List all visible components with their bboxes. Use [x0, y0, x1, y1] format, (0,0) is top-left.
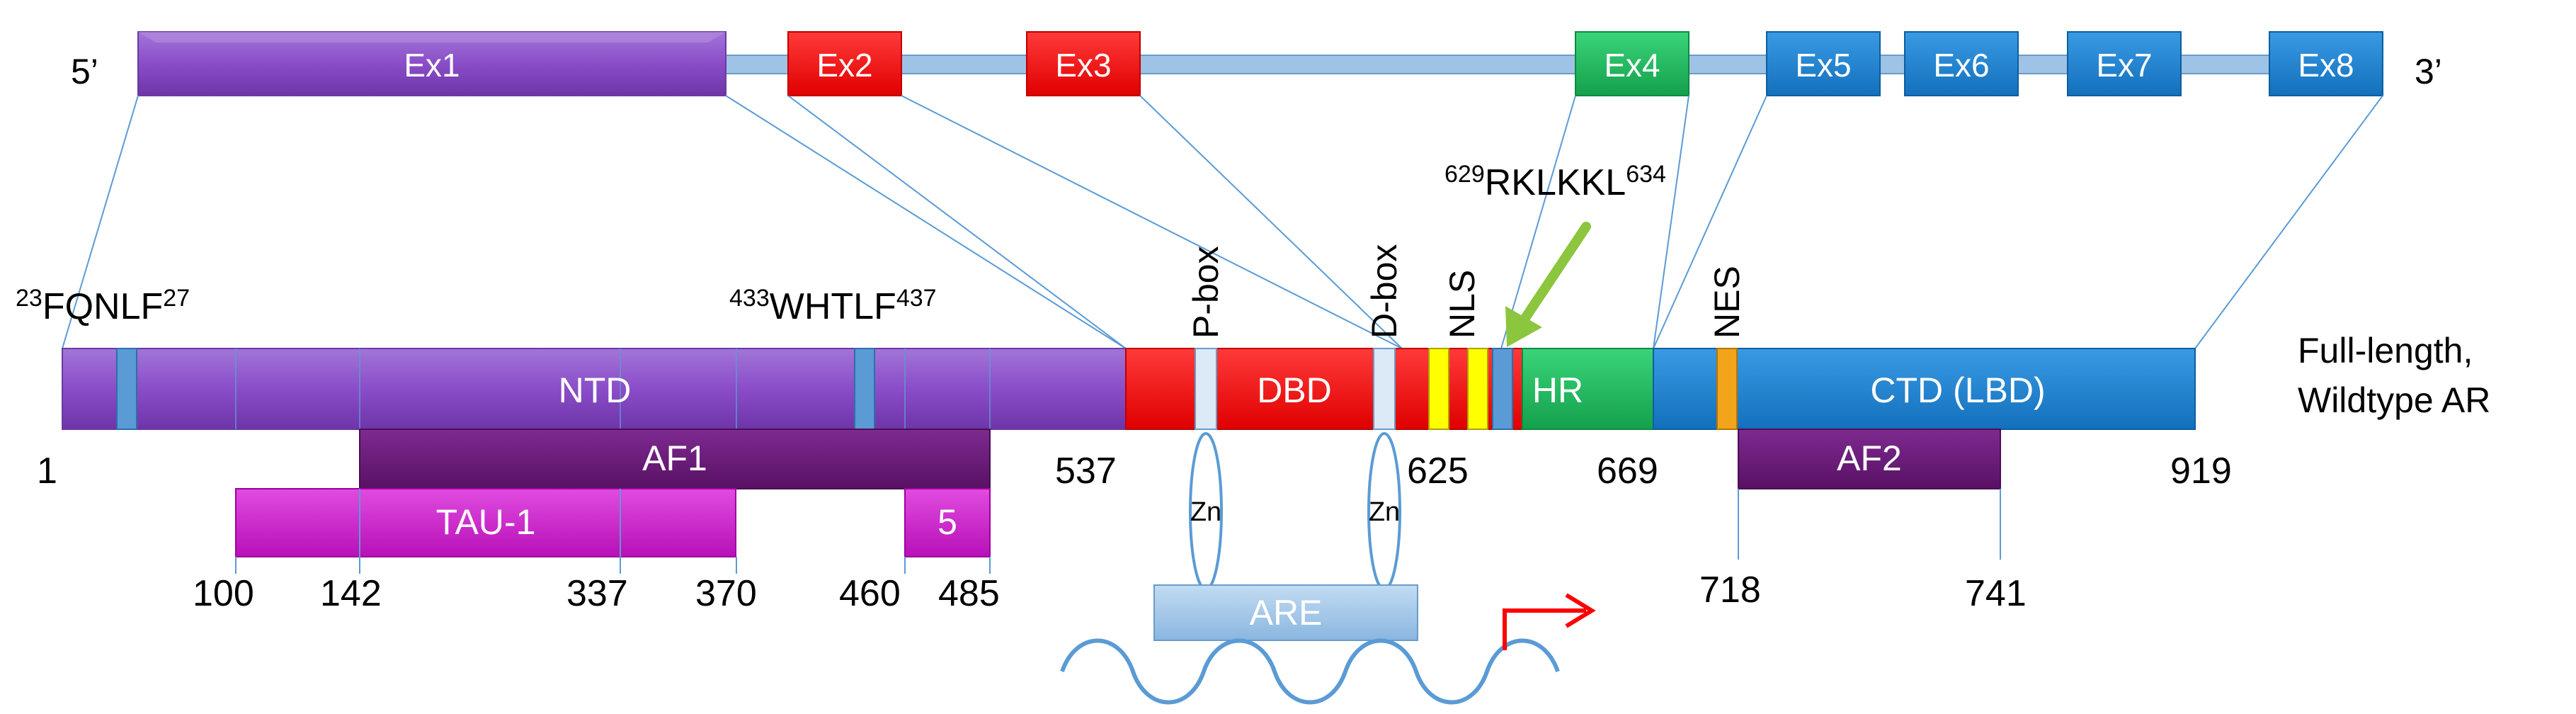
exon-5-label: Ex5	[1795, 47, 1851, 84]
are-box	[1153, 584, 1418, 641]
exon-5: Ex5	[1766, 31, 1881, 96]
exon-7: Ex7	[2067, 31, 2182, 96]
ntd-label: NTD	[559, 370, 632, 410]
pos-741: 741	[1965, 573, 2027, 614]
position-labels: 1 537 625 669 919 100 142 337 370 460 48…	[37, 450, 2232, 614]
dbd-label: DBD	[1257, 370, 1332, 410]
dna-binding: Zn Zn ARE	[1060, 432, 1596, 705]
pos-142: 142	[320, 573, 382, 614]
fqnlf-label: 23FQNLF27	[16, 285, 190, 327]
exon-7-label: Ex7	[2096, 47, 2152, 84]
pos-337: 337	[566, 573, 628, 614]
description-line-1: Full-length,	[2298, 331, 2473, 370]
nls-marker-1	[1428, 348, 1449, 430]
exon-mapping-lines	[62, 95, 2383, 349]
ctd-label: CTD (LBD)	[1870, 370, 2045, 410]
d-box-label: D-box	[1364, 244, 1404, 339]
rklkkl-label: 629RKLKKL634	[1444, 161, 1666, 203]
transcription-arrow	[1503, 593, 1596, 650]
dbd-domain	[1125, 348, 1523, 430]
ntd-domain	[62, 348, 1127, 430]
motif-labels: 23FQNLF27 433WHTLF437 629RKLKKL634 P-box…	[16, 161, 2490, 420]
nls-label: NLS	[1442, 270, 1482, 339]
exon-2-label: Ex2	[816, 47, 872, 84]
exon-3-label: Ex3	[1055, 47, 1111, 84]
exon-3: Ex3	[1026, 31, 1141, 96]
tau5-label: 5	[937, 502, 957, 542]
rklkkl-arrow	[1505, 222, 1591, 347]
pos-669: 669	[1597, 450, 1658, 492]
exon-4: Ex4	[1575, 31, 1689, 96]
pos-485: 485	[938, 573, 1000, 614]
nes-marker	[1716, 348, 1738, 430]
d-box-marker	[1373, 348, 1396, 430]
fqnlf-motif-marker	[116, 348, 137, 430]
exon-2: Ex2	[787, 31, 902, 96]
exon-1-label: Ex1	[404, 47, 460, 84]
pos-919: 919	[2170, 450, 2232, 492]
pos-537: 537	[1055, 450, 1117, 492]
af1-label: AF1	[642, 438, 707, 478]
exon-1: Ex1	[137, 31, 726, 96]
dna-strand	[1060, 638, 1560, 705]
exon-8: Ex8	[2269, 31, 2383, 96]
pos-370: 370	[695, 573, 757, 614]
zn-label-1: Zn	[1190, 497, 1221, 527]
whtlf-motif-marker	[854, 348, 875, 430]
af1-region	[359, 429, 991, 489]
nes-label: NES	[1707, 266, 1747, 339]
af2-label: AF2	[1837, 438, 1902, 478]
exon-6: Ex6	[1904, 31, 2019, 96]
pos-460: 460	[839, 573, 901, 614]
zn-label-2: Zn	[1369, 497, 1400, 527]
exon-4-label: Ex4	[1604, 47, 1660, 84]
tau5-region	[904, 488, 991, 557]
af2-region	[1738, 429, 2001, 489]
three-prime-label: 3’	[2415, 52, 2442, 91]
pos-718: 718	[1699, 570, 1761, 611]
pos-1: 1	[37, 450, 57, 492]
p-box-label: P-box	[1186, 246, 1226, 339]
protein-bar: NTD DBD HR CTD (LBD)	[62, 348, 2196, 430]
description-line-2: Wildtype AR	[2298, 380, 2490, 420]
ctd-domain	[1653, 348, 2196, 430]
gene-map: 5’ 3’ Ex1 Ex2 Ex3 Ex4 Ex5 Ex6	[71, 31, 2442, 96]
p-box-marker	[1195, 348, 1217, 430]
rklkkl-motif-marker	[1492, 348, 1513, 430]
five-prime-label: 5’	[71, 52, 98, 91]
exon-8-label: Ex8	[2298, 47, 2354, 84]
tau1-label: TAU-1	[436, 502, 536, 542]
pos-625: 625	[1407, 450, 1469, 492]
tau1-region	[235, 488, 736, 557]
whtlf-label: 433WHTLF437	[729, 285, 937, 327]
subdomains: AF1 TAU-1 5 AF2	[235, 429, 2001, 574]
hr-label: HR	[1532, 370, 1583, 410]
pos-100: 100	[193, 573, 254, 614]
exon-6-label: Ex6	[1933, 47, 1989, 84]
are-label: ARE	[1250, 593, 1323, 633]
nls-marker-2	[1467, 348, 1488, 430]
